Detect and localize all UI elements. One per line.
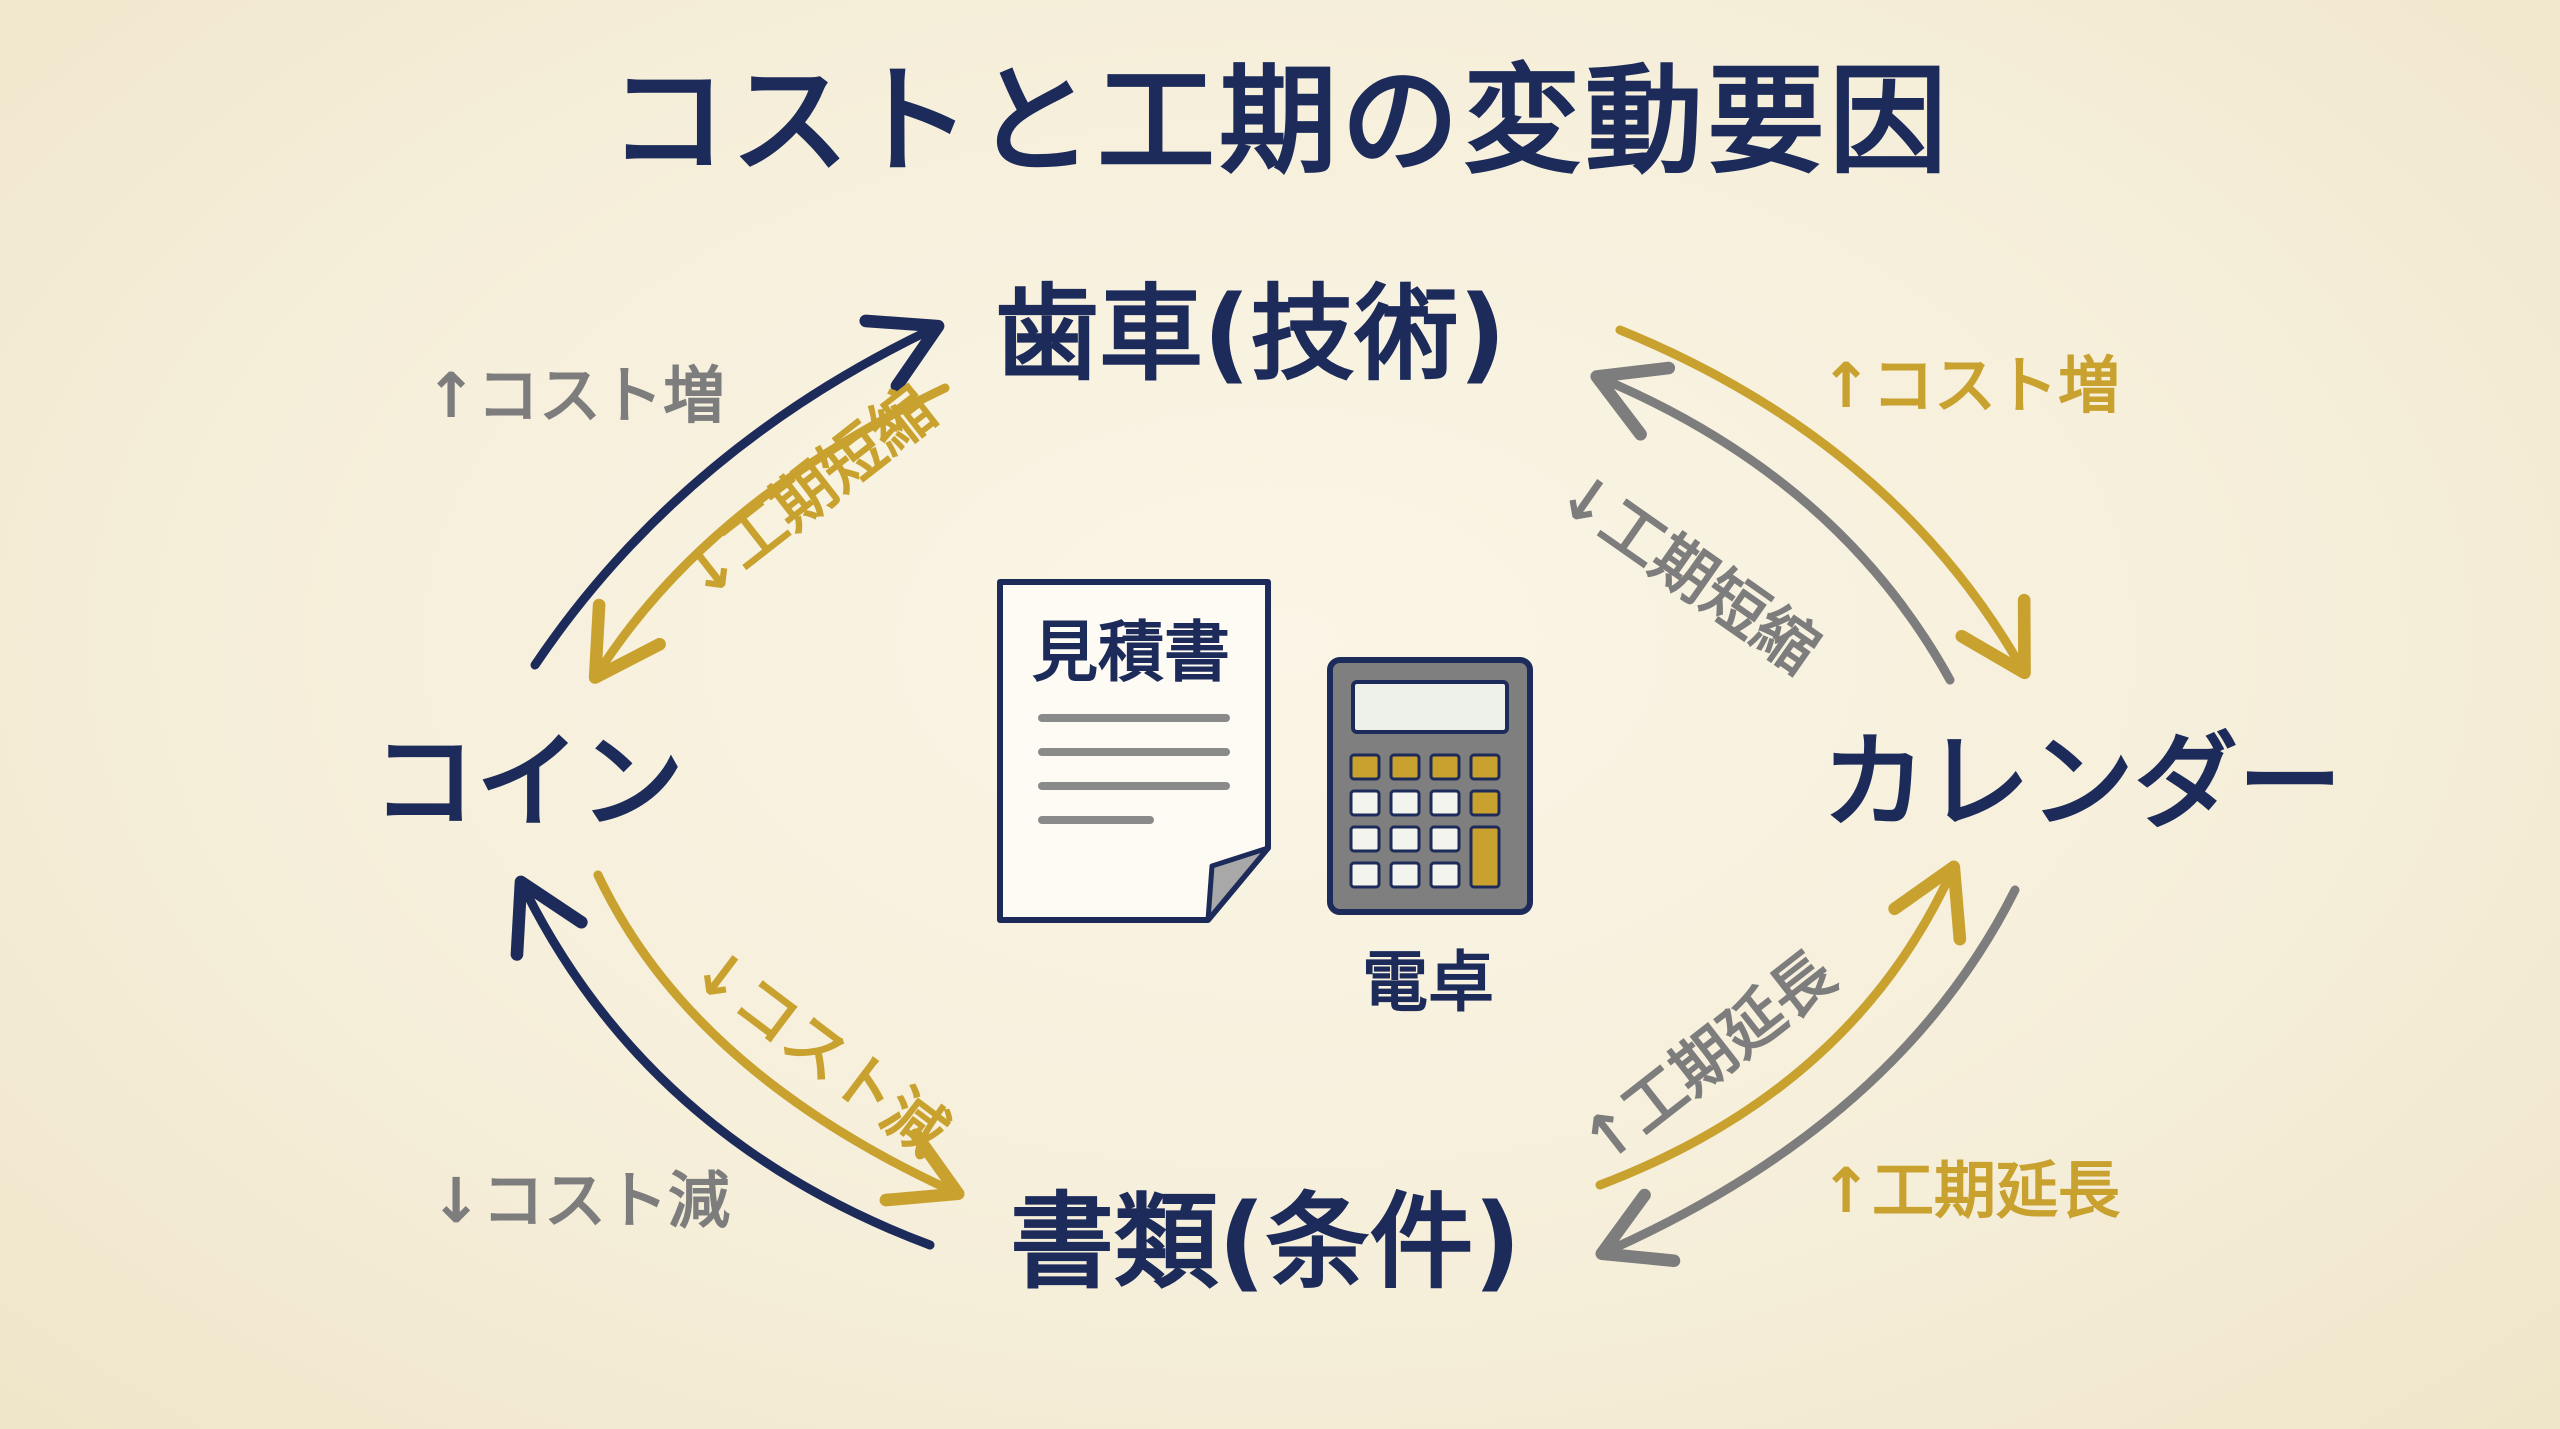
arrow-coin-to-gear: [530, 314, 945, 670]
node-documents: 書類(条件): [1010, 1181, 1522, 1303]
calculator-key: [1429, 753, 1461, 781]
calculator-key: [1429, 861, 1461, 889]
label-cost-up-top-left: ↑コスト増: [425, 359, 725, 432]
calculator-key: [1469, 789, 1501, 817]
document-icon: [997, 579, 1271, 923]
calculator-key: [1469, 753, 1501, 781]
arrow-calendar-to-gear: [1590, 361, 1955, 685]
node-calendar: カレンダー: [1822, 721, 2343, 843]
calculator-key: [1429, 789, 1461, 817]
document-title: 見積書: [1032, 614, 1230, 691]
calculator-key: [1389, 753, 1421, 781]
label-cost-up-top-right: ↑コスト増: [1820, 349, 2120, 422]
node-coin: コイン: [372, 721, 685, 843]
calculator-key: [1349, 861, 1381, 889]
calculator-key: [1429, 825, 1461, 853]
calculator-key: [1389, 861, 1421, 889]
page-title: コストと工期の変動要因: [608, 52, 1951, 190]
node-gear: 歯車(技術): [995, 273, 1507, 395]
calculator-key: [1389, 789, 1421, 817]
calculator-key-equals: [1469, 825, 1501, 889]
calculator-key: [1349, 789, 1381, 817]
calculator-keys: [1349, 753, 1501, 889]
calculator-key: [1389, 825, 1421, 853]
calculator-key: [1349, 753, 1381, 781]
arrow-calendar-to-documents: [1595, 885, 2020, 1268]
arrow-gear-to-calendar: [1615, 325, 2031, 680]
arrow-documents-to-coin: [510, 875, 935, 1250]
arrow-coin-to-documents: [593, 870, 965, 1207]
label-schedule-long-bottom-right-outer: ↑工期延長: [1820, 1154, 2120, 1227]
calculator-icon: [1327, 657, 1533, 915]
calculator-key: [1349, 825, 1381, 853]
label-cost-down-bottom-left-outer: ↓コスト減: [430, 1164, 730, 1237]
arrow-gear-to-coin: [588, 383, 950, 684]
calculator-label: 電卓: [1362, 944, 1494, 1021]
arrow-documents-to-calendar: [1595, 860, 1967, 1190]
